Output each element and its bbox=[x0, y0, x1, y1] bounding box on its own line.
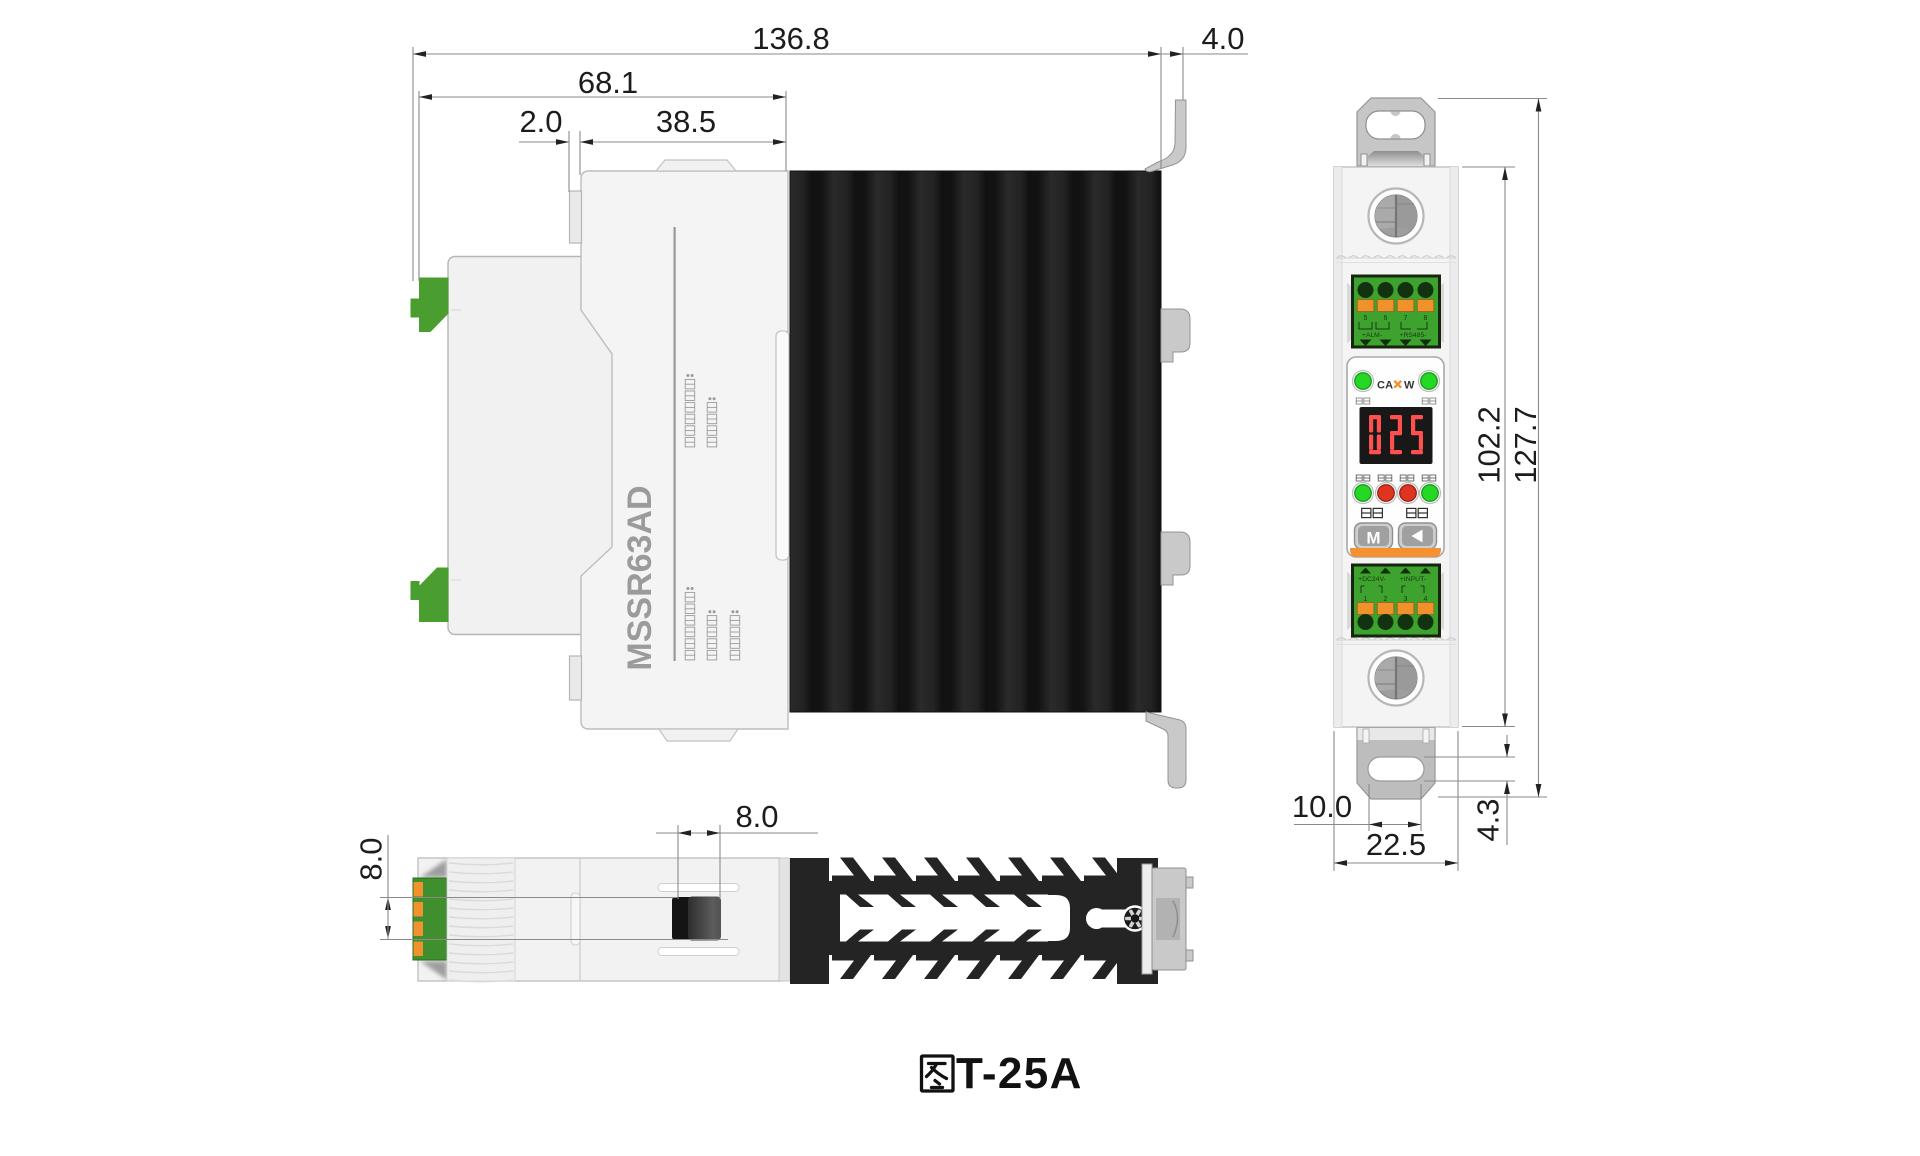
svg-text:102.2: 102.2 bbox=[1472, 406, 1507, 484]
svg-text:M: M bbox=[1366, 529, 1380, 548]
svg-text:+RS485-: +RS485- bbox=[1399, 332, 1426, 339]
svg-text:8.0: 8.0 bbox=[354, 837, 389, 880]
svg-text:T-25A: T-25A bbox=[956, 1049, 1083, 1098]
svg-text:3: 3 bbox=[1404, 596, 1408, 603]
svg-text:4.3: 4.3 bbox=[1471, 798, 1506, 841]
svg-text:MSSR63AD: MSSR63AD bbox=[621, 485, 659, 670]
svg-text:+ALM-: +ALM- bbox=[1362, 332, 1382, 339]
svg-text:5: 5 bbox=[1364, 315, 1368, 322]
svg-text:8: 8 bbox=[1424, 315, 1428, 322]
svg-text:W: W bbox=[1404, 380, 1415, 392]
svg-text:6: 6 bbox=[1384, 315, 1388, 322]
svg-text:22.5: 22.5 bbox=[1366, 827, 1426, 862]
svg-text:4.0: 4.0 bbox=[1201, 21, 1244, 56]
svg-text:2: 2 bbox=[1384, 596, 1388, 603]
svg-text:127.7: 127.7 bbox=[1508, 406, 1543, 484]
svg-text:68.1: 68.1 bbox=[578, 65, 638, 100]
svg-text:+DC24V-: +DC24V- bbox=[1358, 576, 1386, 583]
svg-text:8.0: 8.0 bbox=[735, 799, 778, 834]
svg-text:7: 7 bbox=[1404, 315, 1408, 322]
svg-text:10.0: 10.0 bbox=[1292, 789, 1352, 824]
svg-text:CA: CA bbox=[1377, 380, 1393, 392]
svg-text:136.8: 136.8 bbox=[752, 21, 830, 56]
svg-text:2.0: 2.0 bbox=[519, 104, 562, 139]
svg-text:+INPUT-: +INPUT- bbox=[1400, 576, 1426, 583]
svg-text:4: 4 bbox=[1424, 596, 1428, 603]
svg-text:1: 1 bbox=[1364, 596, 1368, 603]
svg-text:38.5: 38.5 bbox=[656, 104, 716, 139]
